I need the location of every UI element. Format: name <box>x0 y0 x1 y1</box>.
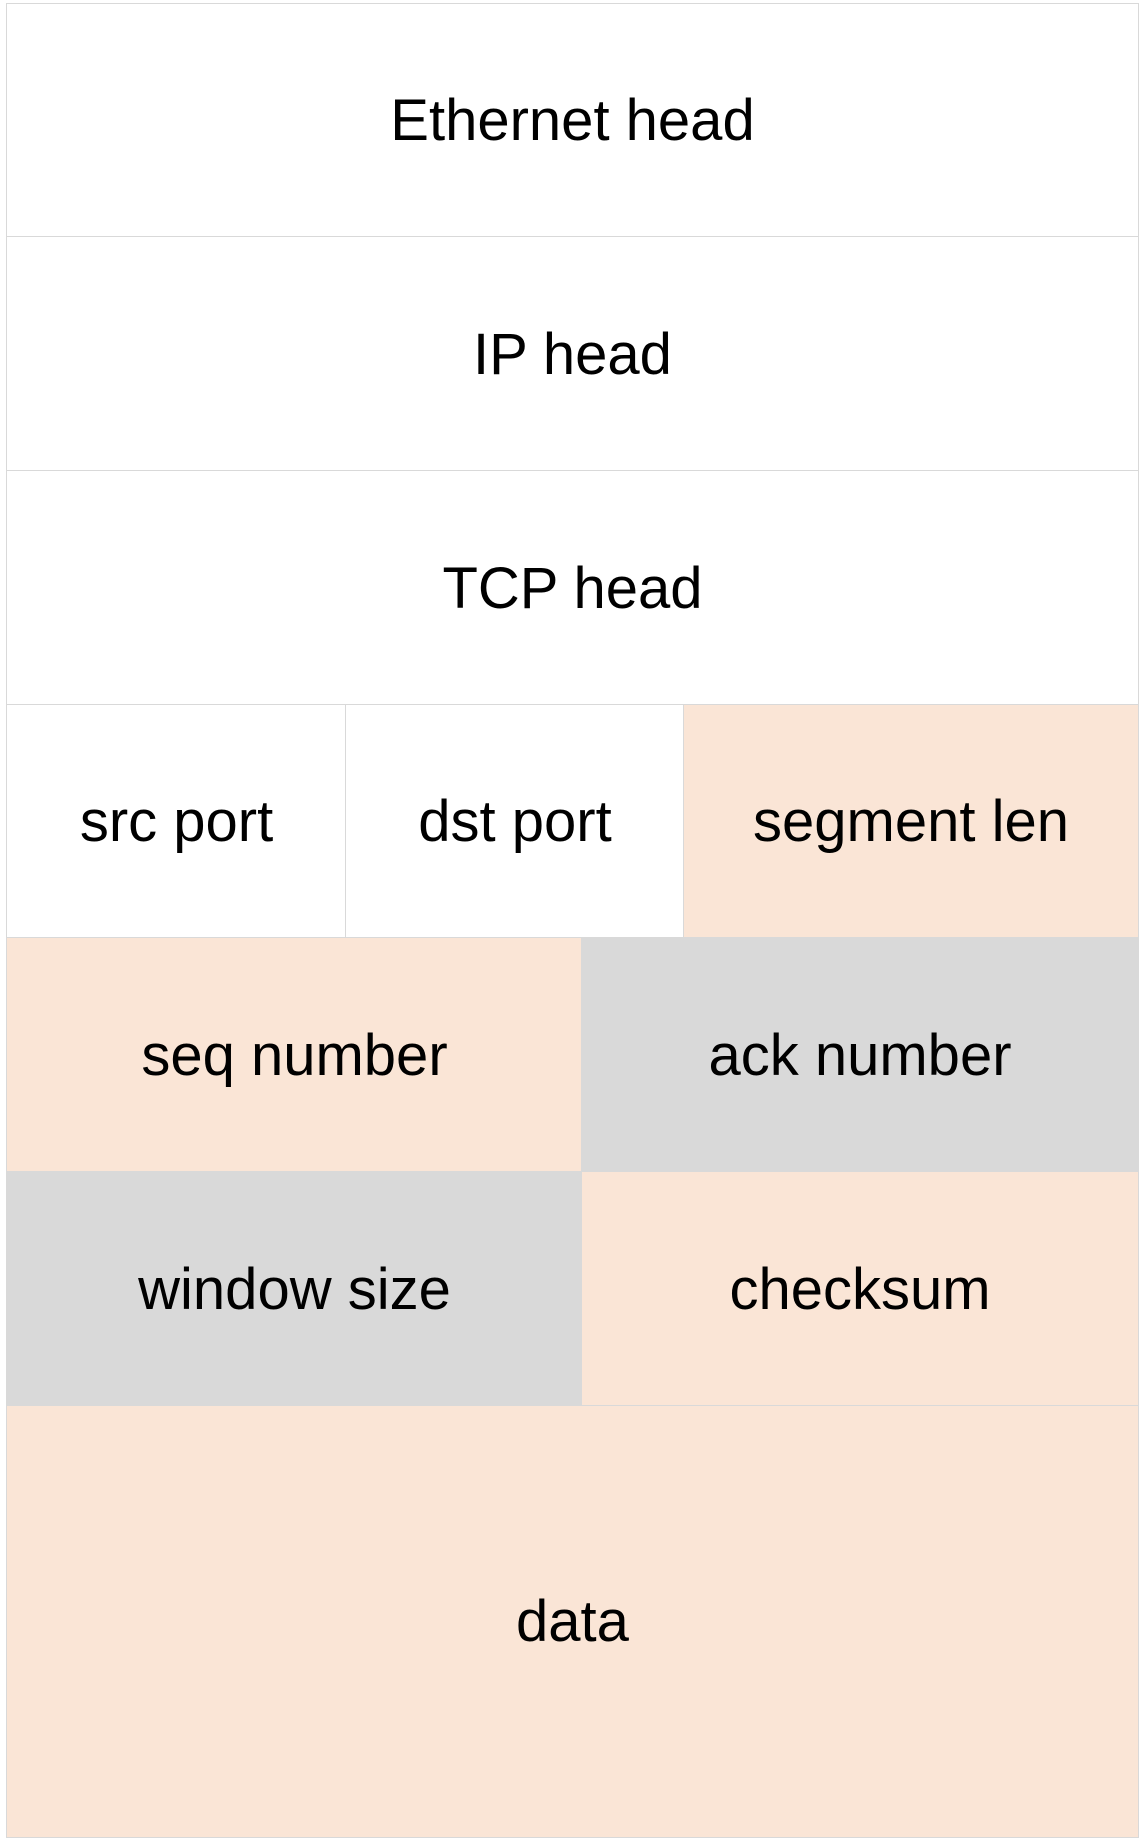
dst-port-label: dst port <box>418 789 612 854</box>
tcp-head-block: TCP head <box>6 470 1139 706</box>
src-port-block: src port <box>6 704 347 939</box>
tcp-head-label: TCP head <box>442 555 703 621</box>
dst-port-block: dst port <box>345 704 685 939</box>
checksum-block: checksum <box>581 1171 1139 1407</box>
packet-structure-diagram: Ethernet head IP head TCP head src port … <box>6 3 1139 1838</box>
segment-len-block: segment len <box>683 704 1139 939</box>
ethernet-head-label: Ethernet head <box>390 88 755 153</box>
seq-number-label: seq number <box>141 1022 448 1088</box>
checksum-label: checksum <box>729 1256 991 1322</box>
ip-head-block: IP head <box>6 236 1139 472</box>
window-size-label: window size <box>138 1256 451 1322</box>
ack-number-label: ack number <box>708 1022 1012 1088</box>
ack-number-block: ack number <box>581 937 1139 1173</box>
segment-len-label: segment len <box>753 789 1069 854</box>
src-port-label: src port <box>79 789 274 854</box>
seq-number-block: seq number <box>6 937 583 1173</box>
ip-head-label: IP head <box>473 321 672 387</box>
data-label: data <box>516 1589 629 1654</box>
ethernet-head-block: Ethernet head <box>6 3 1139 238</box>
window-size-block: window size <box>6 1171 583 1407</box>
data-block: data <box>6 1405 1139 1838</box>
